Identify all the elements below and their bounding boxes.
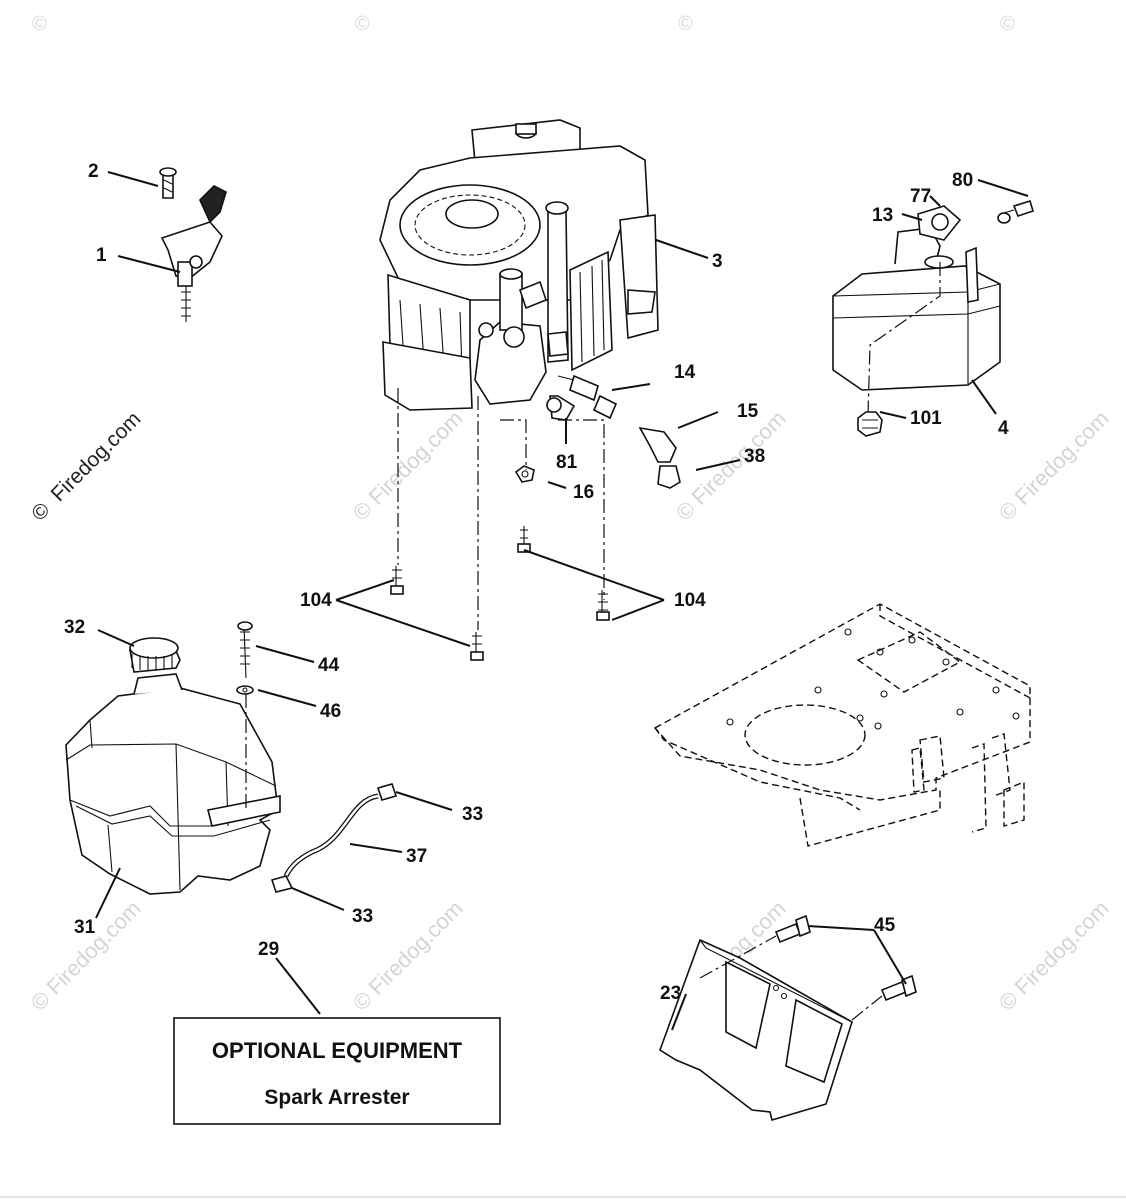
callout-labels: 2 1 3 14 15 38 81 16 104 104 32 44 46 33… [64, 161, 1009, 1004]
engine-part [379, 119, 659, 411]
callout-3: 3 [712, 251, 723, 272]
callout-2: 2 [88, 161, 99, 182]
callout-33-top: 33 [462, 804, 483, 825]
watermark-brand: ©Firedog.com [994, 896, 1114, 1016]
watermark-brand: ©Firedog.com [348, 406, 468, 526]
callout-37: 37 [406, 846, 427, 867]
callout-104-right: 104 [674, 590, 706, 611]
fuel-fitting-parts [390, 374, 681, 661]
callout-13: 13 [872, 205, 893, 226]
callout-81: 81 [556, 452, 578, 473]
callout-46: 46 [320, 701, 341, 722]
optional-equipment-subtitle: Spark Arrester [264, 1086, 409, 1109]
callout-31: 31 [74, 917, 96, 938]
callout-77: 77 [910, 186, 931, 207]
watermark-copyright-icon: © [1000, 13, 1015, 35]
watermark-brand: ©Firedog.com [994, 406, 1114, 526]
callout-14: 14 [674, 362, 696, 383]
callout-16: 16 [573, 482, 594, 503]
optional-equipment-box: OPTIONAL EQUIPMENT Spark Arrester [173, 1017, 501, 1125]
callout-1: 1 [96, 245, 107, 266]
watermark-copyright-icon: © [355, 13, 370, 35]
heat-shield-part [659, 914, 917, 1122]
callout-33-bottom: 33 [352, 906, 373, 927]
watermark-copyright-icon: © [678, 13, 693, 35]
watermark-brand: © Firedog.com [27, 407, 145, 525]
engine-mounting-plate [653, 603, 1031, 847]
optional-equipment-title: OPTIONAL EQUIPMENT [212, 1038, 463, 1063]
callout-29: 29 [258, 939, 279, 960]
watermark-text: Firedog.com [47, 407, 146, 506]
callout-4: 4 [998, 418, 1009, 439]
callout-45: 45 [874, 915, 896, 936]
muffler-part [832, 199, 1034, 437]
callout-101: 101 [910, 408, 942, 429]
callout-38: 38 [744, 446, 765, 467]
watermark-copyright-icon: © [32, 13, 47, 35]
callout-80: 80 [952, 170, 973, 191]
fuel-hose-part [270, 783, 398, 893]
callout-104-left: 104 [300, 590, 332, 611]
throttle-control-part [159, 167, 227, 322]
callout-23: 23 [660, 983, 681, 1004]
fuel-tank-part [65, 621, 281, 895]
callout-44: 44 [318, 655, 340, 676]
callout-15: 15 [737, 401, 759, 422]
callout-32: 32 [64, 617, 85, 638]
leader-lines [95, 171, 1029, 1031]
watermark-copyright-icon: © [27, 498, 55, 526]
watermark-brand: ©Firedog.com [26, 896, 146, 1016]
